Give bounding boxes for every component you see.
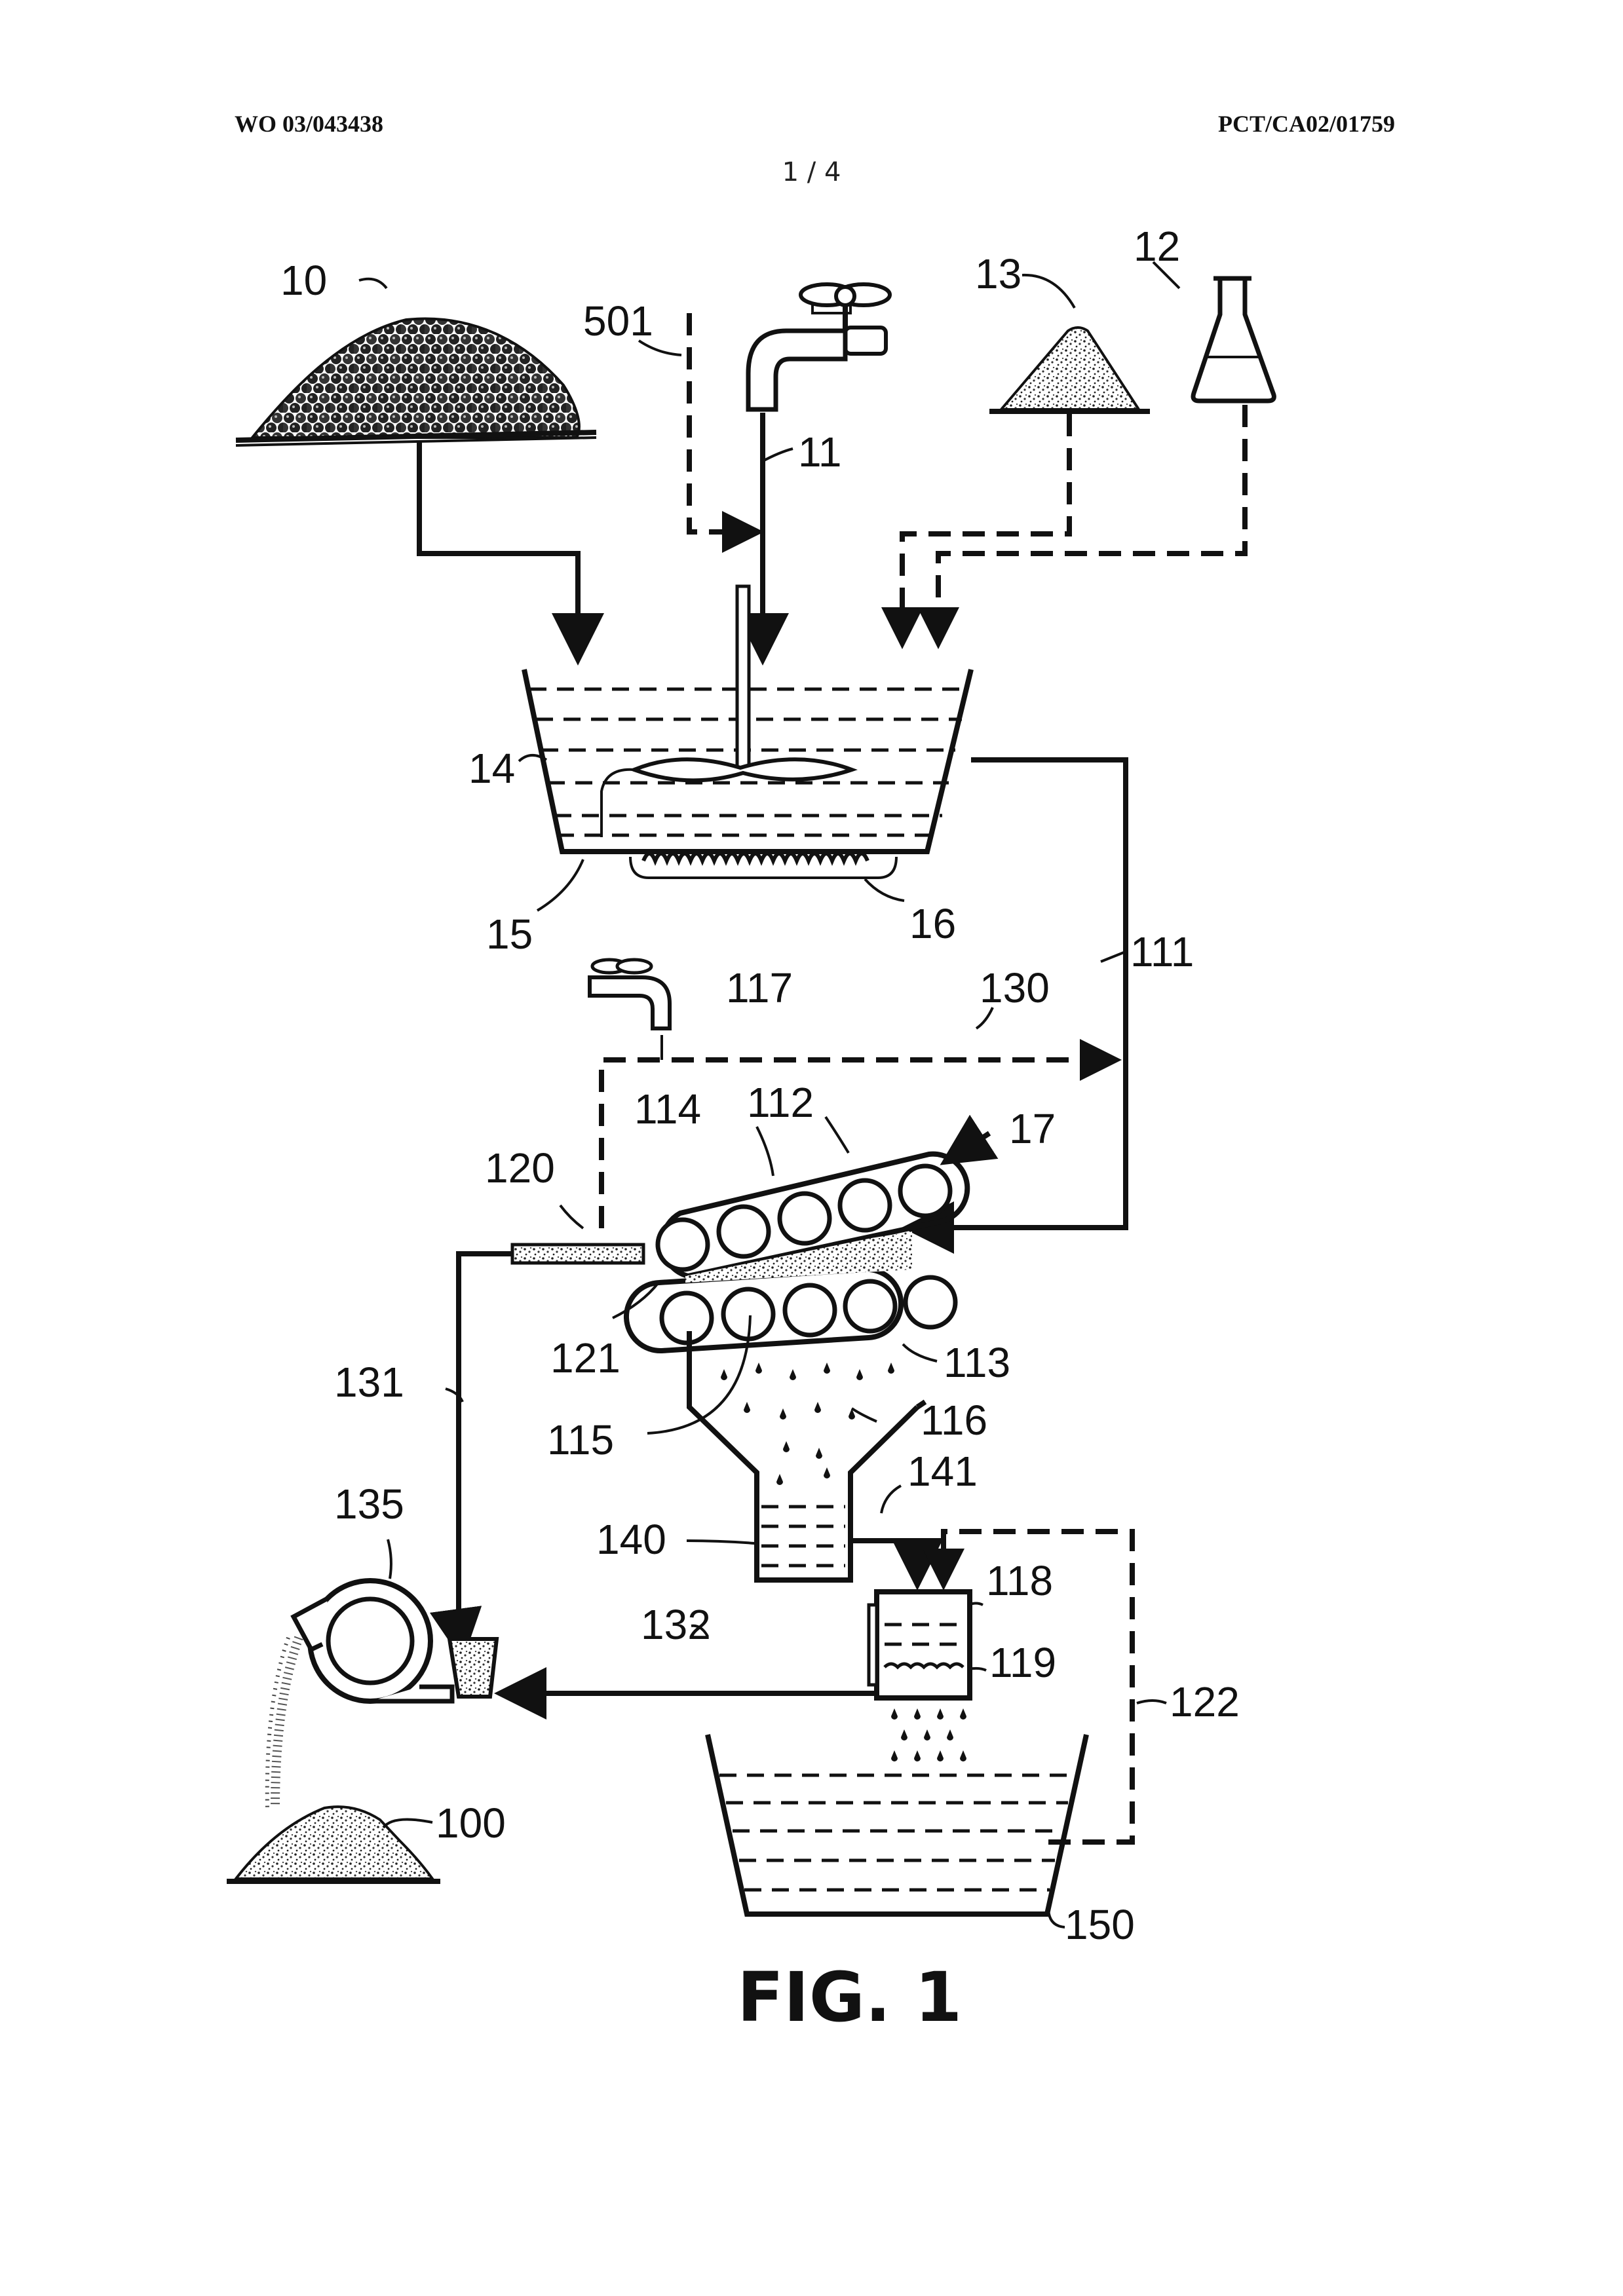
label-113: 113 [944, 1339, 1010, 1386]
wash-faucet-icon [590, 960, 670, 1028]
filtrate-drops [891, 1708, 966, 1761]
label-140: 140 [596, 1516, 666, 1563]
filtrate-line-141 [850, 1541, 917, 1580]
chemical-flask-icon [1193, 278, 1274, 401]
label-17: 17 [1009, 1105, 1056, 1152]
label-115: 115 [547, 1416, 614, 1463]
ore-pile-icon [236, 319, 596, 445]
arrow-17 [949, 1133, 989, 1159]
label-117: 117 [726, 964, 793, 1011]
label-119: 119 [989, 1639, 1056, 1686]
label-131: 131 [334, 1359, 404, 1406]
figure-caption: FIG. 1 [737, 1957, 962, 2037]
label-501: 501 [583, 297, 653, 345]
dryer-drum-icon [294, 1581, 452, 1701]
label-121: 121 [550, 1334, 621, 1382]
label-13: 13 [975, 250, 1022, 297]
cake-line-131 [459, 1254, 512, 1631]
product-hopper-icon [449, 1639, 497, 1697]
label-150: 150 [1065, 1901, 1135, 1948]
label-118: 118 [986, 1557, 1053, 1604]
label-135: 135 [334, 1480, 404, 1528]
ore-feed-line [419, 440, 578, 655]
label-130: 130 [980, 964, 1050, 1011]
label-12: 12 [1134, 223, 1180, 270]
label-116: 116 [921, 1397, 987, 1444]
water-faucet-icon [748, 284, 890, 409]
label-120: 120 [485, 1144, 555, 1192]
belt-filter-press [626, 1154, 967, 1351]
leader-10 [359, 279, 387, 288]
filter-cake-120 [512, 1245, 643, 1263]
label-14: 14 [468, 745, 515, 792]
feed-line-12 [938, 405, 1245, 639]
reagent-powder-icon [989, 328, 1150, 411]
label-11: 11 [798, 428, 841, 476]
label-16: 16 [909, 900, 956, 947]
label-15: 15 [486, 911, 533, 958]
secondary-filter [869, 1592, 970, 1698]
agitator-icon [601, 586, 852, 837]
label-10: 10 [280, 257, 327, 304]
label-114: 114 [634, 1085, 701, 1133]
leader-135 [388, 1539, 391, 1579]
leader-13 [1022, 275, 1075, 308]
label-122: 122 [1170, 1678, 1240, 1725]
label-132: 132 [641, 1601, 711, 1648]
product-pile-icon [227, 1807, 440, 1881]
collection-tank [708, 1735, 1086, 1914]
heating-coil-icon [630, 854, 896, 878]
feed-line-501 [689, 313, 754, 532]
feed-line-13 [902, 414, 1069, 639]
label-141: 141 [907, 1448, 978, 1495]
label-100: 100 [436, 1799, 506, 1847]
label-111: 111 [1130, 928, 1194, 975]
label-112: 112 [747, 1079, 814, 1126]
